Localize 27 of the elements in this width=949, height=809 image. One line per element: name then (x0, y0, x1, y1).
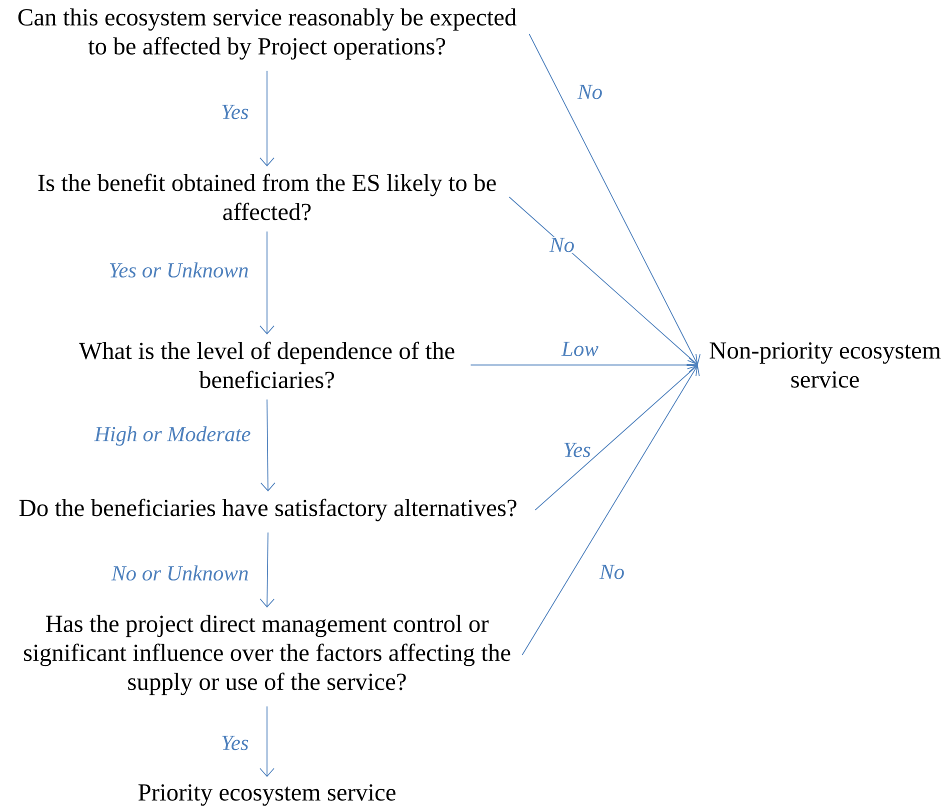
arrow (260, 231, 274, 334)
edge-label: No (598, 564, 626, 580)
edge-label: No (576, 84, 604, 100)
outcome-text: Priority ecosystem service (138, 784, 396, 806)
edge-label: Yes (220, 734, 250, 752)
edge-label: No or Unknown (110, 564, 250, 582)
question-text: Has the project direct management control or significant influence over the factors affecting the supply or use of the service? (24, 614, 510, 696)
arrow (522, 365, 700, 656)
question-text: What is the level of dependence of the beneficiaries? (78, 342, 454, 388)
edge-label: No (548, 236, 576, 254)
arrow (534, 365, 698, 510)
edge-label: Yes (220, 104, 250, 120)
arrow (470, 358, 698, 372)
edge-label: Yes (562, 442, 592, 458)
arrow (260, 706, 274, 778)
outcome-text: Non-priority ecosystem service (710, 342, 941, 388)
edge-label: Low (560, 340, 600, 358)
question-text: Do the beneficiaries have satisfactory alternatives? (19, 498, 516, 522)
question-text: Is the benefit obtained from the ES likely to be affected? (38, 174, 496, 220)
arrow (528, 34, 701, 365)
arrow (508, 196, 698, 365)
question-text: Can this ecosystem service reasonably be expected to be affected by Project operations? (18, 8, 516, 60)
arrow (260, 70, 274, 166)
arrow (260, 532, 275, 608)
edge-label: Yes or Unknown (108, 261, 250, 279)
arrow (260, 399, 276, 492)
edge-label: High or Moderate (93, 425, 252, 447)
